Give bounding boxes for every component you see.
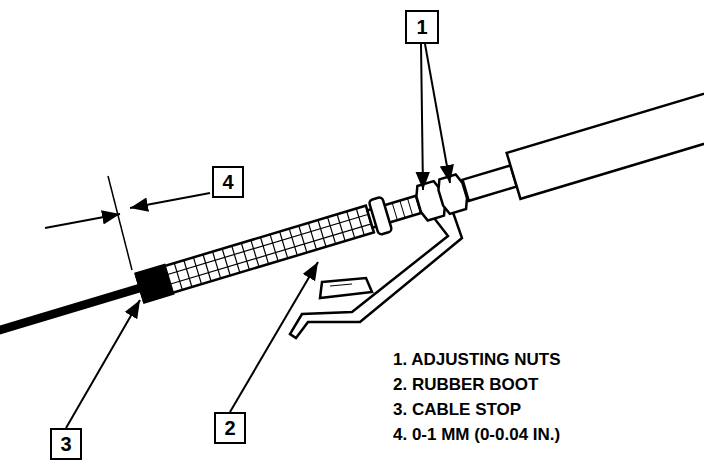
legend-entry: 4. 0-1 MM (0-0.04 IN.): [393, 425, 560, 445]
dimension-lines: [45, 176, 210, 270]
rubber-boot: [136, 206, 374, 302]
callout-box: 1: [405, 10, 439, 44]
callout-number: 4: [222, 172, 233, 192]
cable-stop: [136, 265, 173, 302]
callout-number: 2: [224, 418, 235, 438]
legend-entry: 3. CABLE STOP: [393, 400, 521, 420]
callout-box: 2: [214, 412, 246, 444]
cable-assembly: [0, 85, 704, 354]
legend-entry: 1. ADJUSTING NUTS: [393, 350, 561, 370]
legend-entry: 2. RUBBER BOOT: [393, 375, 538, 395]
leader-lines: [66, 44, 450, 428]
callout-box: 3: [50, 428, 82, 460]
cable-housing: [507, 87, 704, 199]
callout-number: 1: [416, 17, 427, 37]
callout-box: 4: [212, 166, 244, 198]
callout-number: 3: [60, 434, 71, 454]
